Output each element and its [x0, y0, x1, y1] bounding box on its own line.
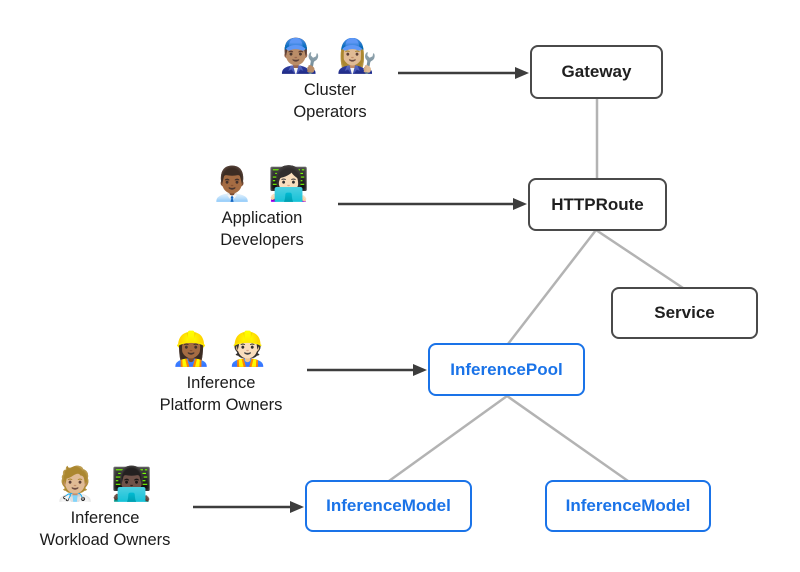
edge-httproute-to-service	[595, 228, 684, 290]
persona-inference-workload-owners-label-line1: Inference	[70, 509, 140, 527]
persona-inference-platform-owners: 👷🏾‍♀️ 👷🏻 Inference Platform Owners	[131, 329, 311, 416]
node-gateway-label: Gateway	[561, 62, 632, 81]
persona-cluster-operators: 👨🏽‍🔧 👩🏼‍🔧 Cluster Operators	[250, 36, 410, 123]
construction-workers-emoji-icon: 👷🏾‍♀️ 👷🏻	[170, 330, 272, 367]
persona-inference-workload-owners-label-line2: Workload Owners	[39, 531, 171, 549]
edge-inferencepool-to-inferencemodel-left	[388, 394, 508, 483]
persona-cluster-operators-label-line1: Cluster	[303, 81, 357, 99]
node-inferencemodel-right: InferenceModel	[545, 480, 711, 532]
persona-inference-platform-owners-label-line2: Platform Owners	[159, 396, 283, 414]
node-httproute: HTTPRoute	[528, 178, 667, 231]
persona-cluster-operators-label-line2: Operators	[293, 103, 367, 121]
node-inferencemodel-left: InferenceModel	[305, 480, 472, 532]
node-service: Service	[611, 287, 758, 339]
node-inferencepool: InferencePool	[428, 343, 585, 396]
persona-application-developers: 👨🏾‍💼 👩🏻‍💻 Application Developers	[172, 164, 352, 251]
node-service-label: Service	[654, 303, 715, 322]
edge-inferencepool-to-inferencemodel-right	[506, 394, 629, 483]
mechanics-emoji-icon: 👨🏽‍🔧 👩🏼‍🔧	[279, 37, 381, 74]
node-inferencepool-label: InferencePool	[450, 359, 563, 379]
node-gateway: Gateway	[530, 45, 663, 99]
node-inferencemodel-left-label: InferenceModel	[326, 496, 451, 515]
persona-inference-workload-owners: 🧑🏼‍⚕️ 👨🏿‍💻 Inference Workload Owners	[10, 464, 200, 551]
node-httproute-label: HTTPRoute	[551, 194, 644, 214]
node-inferencemodel-right-label: InferenceModel	[565, 496, 691, 515]
office-worker-technologist-emoji-icon: 👨🏾‍💼 👩🏻‍💻	[211, 165, 313, 202]
health-worker-technologist-emoji-icon: 🧑🏼‍⚕️ 👨🏿‍💻	[54, 465, 156, 502]
persona-inference-platform-owners-label-line1: Inference	[186, 374, 256, 392]
persona-application-developers-label-line2: Developers	[220, 231, 304, 249]
edge-httproute-to-inferencepool	[507, 229, 597, 345]
persona-application-developers-label-line1: Application	[221, 209, 303, 227]
